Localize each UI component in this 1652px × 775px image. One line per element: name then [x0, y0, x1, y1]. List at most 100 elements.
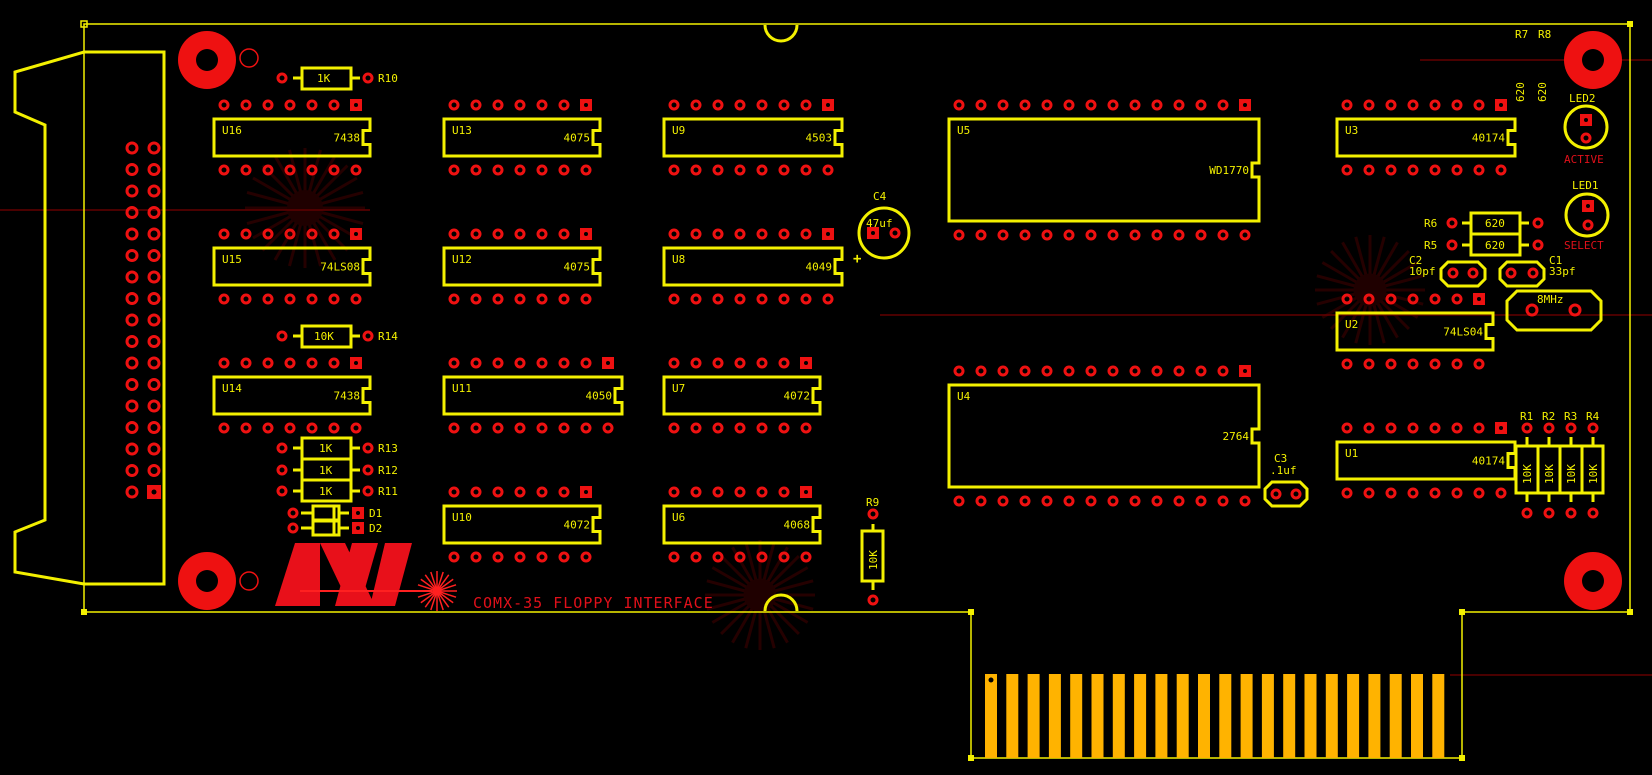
resistor-value: 1K: [319, 464, 333, 477]
ic-pin: [1151, 229, 1163, 241]
resistor-r5[interactable]: R5 620: [1424, 232, 1544, 257]
ic-pin: [240, 357, 252, 369]
ic-pin: [1239, 495, 1251, 507]
ic-pin: [350, 422, 362, 434]
ic-pin: [1385, 487, 1397, 499]
ic-pin: [756, 164, 768, 176]
resistor-r13[interactable]: 1K R13: [276, 436, 398, 461]
ic-pin: [1407, 422, 1419, 434]
ic-pin: [1429, 99, 1441, 111]
ic-pin: [1107, 495, 1119, 507]
header-pin: [125, 270, 139, 284]
resistor-pad: [1521, 507, 1533, 519]
diode-d1[interactable]: D1: [287, 504, 382, 522]
crystal-8mhz[interactable]: 8MHz: [1505, 289, 1603, 332]
ic-pin: [448, 293, 460, 305]
capacitor-c4[interactable]: C4 47uf +: [853, 190, 911, 267]
ic-pin: [1217, 495, 1229, 507]
ic-pin: [448, 357, 460, 369]
ic-pin: [953, 495, 965, 507]
ic-pin: [975, 495, 987, 507]
fiducial: [239, 48, 259, 68]
resistor-r12[interactable]: 1K R12: [276, 457, 398, 482]
resistor-r11[interactable]: 1K R11: [276, 478, 398, 503]
ic-pin: [734, 551, 746, 563]
ic-body: [442, 117, 602, 158]
ic-pin: [712, 422, 724, 434]
ic-pin: [712, 486, 724, 498]
ic-pin: [778, 357, 790, 369]
resistor-r7[interactable]: R7 620: [1514, 28, 1528, 102]
pin-1-marker: [988, 677, 994, 683]
ic-pin: [800, 293, 812, 305]
header-pin: [147, 163, 161, 176]
edge-finger: [1432, 674, 1445, 758]
capacitor-ref: C3: [1274, 452, 1287, 465]
resistor-r6[interactable]: R6 620: [1424, 211, 1544, 236]
led-led1[interactable]: LED1 SELECT: [1564, 179, 1610, 252]
ic-pin: [350, 293, 362, 305]
ic-pin: [1063, 365, 1075, 377]
ic-pin: [514, 293, 526, 305]
resistor-r10[interactable]: 1K R10: [276, 66, 398, 91]
ic-pin: [602, 422, 614, 434]
ic-pin: [756, 486, 768, 498]
led-led2[interactable]: LED2 ACTIVE: [1563, 92, 1609, 166]
capacitor-ref: C1: [1549, 254, 1562, 267]
ic-pin: [536, 99, 548, 111]
ic-pin: [1341, 487, 1353, 499]
ic-pin: [328, 422, 340, 434]
edge-connector: [985, 674, 1445, 758]
diode-d2[interactable]: D2: [287, 519, 382, 537]
resistor-pad: [1587, 422, 1599, 434]
ic-pin: [240, 422, 252, 434]
header-pin: [147, 335, 161, 348]
ic-pin: [1173, 99, 1185, 111]
mounting-hole: [178, 31, 236, 89]
ic-body: [947, 117, 1261, 223]
ic-pin: [262, 228, 274, 240]
ic-pin: [470, 422, 482, 434]
resistor-r9[interactable]: R9 10K: [860, 496, 885, 606]
ic-pin: [1129, 365, 1141, 377]
resistor-ref: R5: [1424, 239, 1437, 252]
capacitor-value: 47uf: [866, 217, 893, 230]
ic-pin: [580, 164, 592, 176]
ic-pin: [1429, 164, 1441, 176]
ic-part: 4075: [564, 132, 591, 145]
ic-pin: [306, 164, 318, 176]
ic-ref: U15: [222, 253, 242, 266]
ic-pin: [470, 228, 482, 240]
mounting-hole: [1564, 552, 1622, 610]
ic-body: [212, 375, 372, 416]
capacitor-c1[interactable]: C1 33pf: [1498, 254, 1576, 288]
capacitor-c3[interactable]: C3 .1uf: [1263, 452, 1309, 508]
resistor-r14[interactable]: 10K R14: [276, 324, 398, 349]
ic-pin: [1473, 99, 1485, 111]
resistor-r8[interactable]: R8 620: [1536, 28, 1551, 102]
resistor-ref: R8: [1538, 28, 1551, 41]
ic-pin: [558, 228, 570, 240]
capacitor-c2[interactable]: C2 10pf: [1409, 254, 1487, 288]
ic-pin: [1451, 164, 1463, 176]
ic-pin: [1363, 358, 1375, 370]
header-pins: [125, 141, 161, 499]
header-outline: [13, 50, 166, 586]
